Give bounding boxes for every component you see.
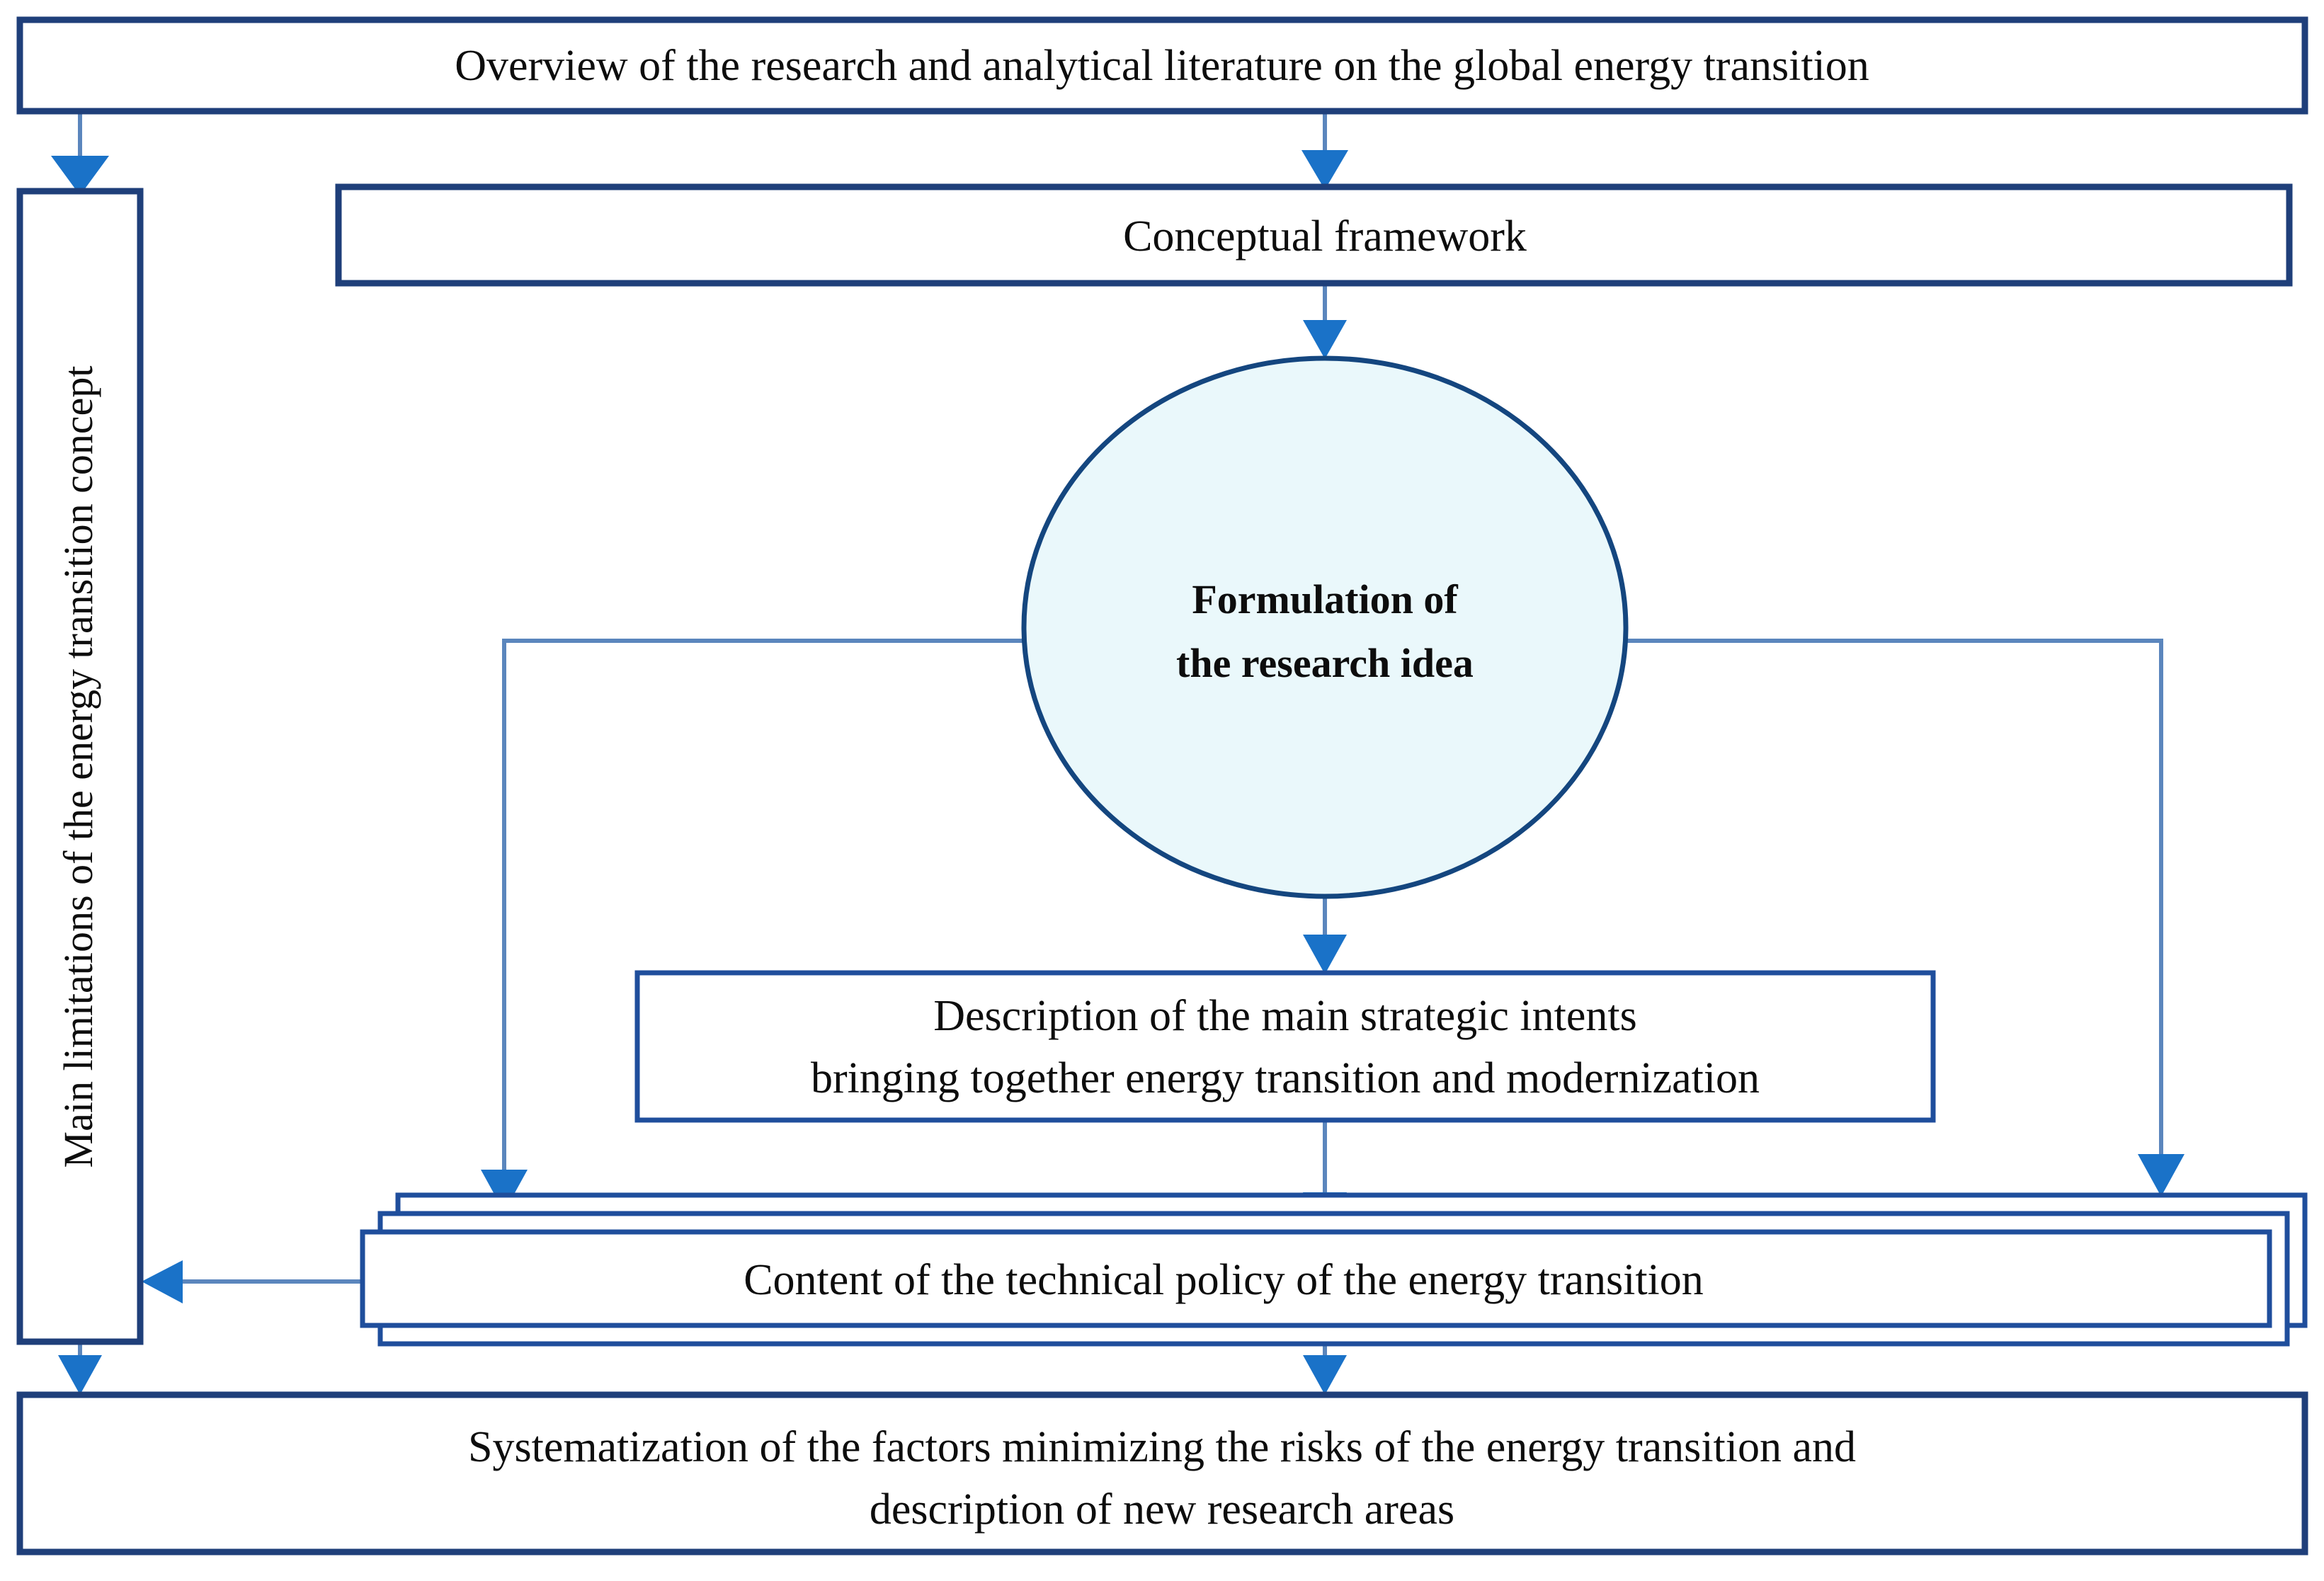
technical-policy-stack-front [360, 1229, 2272, 1328]
connector-literature-to-limitations [51, 111, 109, 195]
node-limitations[interactable]: Main limitations of the energy transitio… [16, 188, 144, 1345]
strategic-intents-line2: bringing together energy transition and … [811, 1054, 1760, 1102]
strategic-intents-line1: Description of the main strategic intent… [933, 992, 1636, 1040]
technical-policy-label: Content of the technical policy of the e… [744, 1256, 1704, 1304]
research-idea-line1: Formulation of [1192, 576, 1458, 622]
node-literature-overview[interactable]: Overview of the research and analytical … [16, 16, 2308, 115]
limitations-label: Main limitations of the energy transitio… [55, 366, 101, 1168]
node-strategic-intents[interactable]: Description of the main strategic intent… [634, 970, 1936, 1123]
connector-limitations-to-systematization [58, 1342, 102, 1395]
connector-technical-policy-to-limitations [142, 1260, 363, 1303]
literature-overview-label: Overview of the research and analytical … [455, 42, 1869, 90]
conceptual-framework-label: Conceptual framework [1123, 212, 1527, 261]
systematization-line1: Systematization of the factors minimizin… [468, 1423, 1856, 1471]
connector-idea-left-elbow-to-technical-policy [481, 639, 1024, 1212]
node-research-idea[interactable]: Formulation of the research idea [1021, 355, 1629, 899]
connector-idea-to-strategic-intents [1303, 896, 1347, 974]
connector-idea-right-elbow-to-technical-policy [1626, 639, 2185, 1197]
node-conceptual-framework[interactable]: Conceptual framework [335, 183, 2293, 287]
systematization-line2: description of new research areas [870, 1485, 1454, 1534]
node-systematization[interactable]: Systematization of the factors minimizin… [16, 1391, 2308, 1556]
research-idea-line2: the research idea [1176, 640, 1474, 686]
node-technical-policy[interactable]: Content of the technical policy of the e… [360, 1192, 2308, 1347]
connector-literature-to-framework [1301, 111, 1348, 190]
connector-framework-to-idea [1303, 283, 1347, 359]
